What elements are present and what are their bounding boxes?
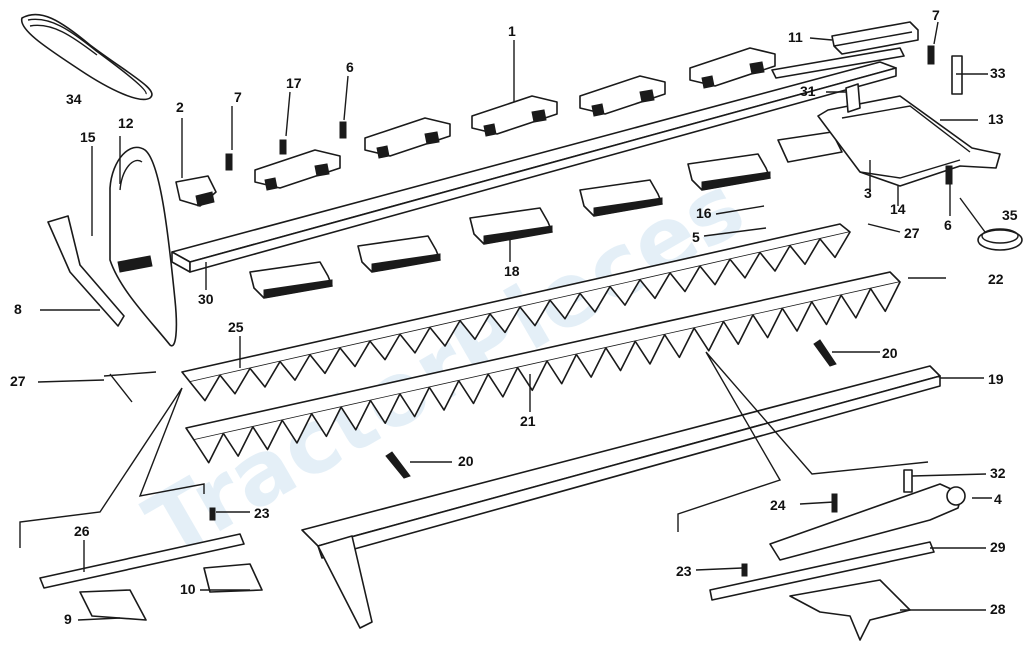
callout-7-right: 7 [932,7,940,23]
part-27-hook-rod [103,371,157,403]
part-35-spring [959,197,1023,251]
callout-32: 32 [990,465,1006,481]
part-2-small-clip [175,175,217,207]
callout-31: 31 [800,83,816,99]
part-26-knife-back [39,533,245,589]
callout-3: 3 [864,185,872,201]
callout-1: 1 [508,23,516,39]
callout-34: 34 [66,91,82,107]
callout-11: 11 [788,29,803,45]
callout-27-right: 27 [904,225,920,241]
callout-25: 25 [228,319,244,335]
part-9-knife-section [79,589,147,621]
callout-10: 10 [180,581,196,597]
callout-2: 2 [176,99,184,115]
callout-22: 22 [988,271,1004,287]
part-31-bracket [845,83,861,113]
knife-clips-upper-row [254,47,776,191]
callout-6-right: 6 [944,217,952,233]
part-10-knife-section [203,563,263,593]
callout-19: 19 [988,371,1004,387]
callout-33: 33 [990,65,1006,81]
callout-29: 29 [990,539,1006,555]
callout-6-upper: 6 [346,59,354,75]
part-19-support-bar [301,365,941,629]
callout-17: 17 [286,75,302,91]
part-30-knife-back-bar [171,61,897,273]
part-21-guard-row [185,271,901,464]
callout-5: 5 [692,229,700,245]
callout-20-left: 20 [458,453,474,469]
part-29-knife-back-plate [709,541,935,601]
callout-4: 4 [994,491,1002,507]
callout-23-left: 23 [254,505,270,521]
callout-21: 21 [520,413,536,429]
part-8-divider-arm [47,215,125,327]
part-12-inner-shoe [109,146,178,347]
part-4-pitman-arm [769,483,966,561]
callout-12: 12 [118,115,134,131]
callout-35: 35 [1002,207,1018,223]
part-20-spring-upper [813,339,837,367]
callout-18: 18 [504,263,520,279]
part-20-spring-lower [385,451,411,479]
callout-28: 28 [990,601,1006,617]
part-25-knife-sections [181,223,851,402]
callout-7-left: 7 [234,89,242,105]
callout-20-right: 20 [882,345,898,361]
part-13-14-outer-shoe [817,95,1001,187]
part-34-drive-belt [21,13,153,101]
callout-9: 9 [64,611,72,627]
part-28-guard [789,579,911,641]
callout-8: 8 [14,301,22,317]
bolts [209,45,963,577]
callout-27-left: 27 [10,373,26,389]
callout-24: 24 [770,497,786,513]
callout-15: 15 [80,129,96,145]
leader-lines [19,21,992,621]
part-11-top-plate [771,21,919,79]
callout-labels: 1 2 3 4 5 6 6 7 7 8 9 10 11 12 13 14 15 … [10,7,1018,627]
callout-30: 30 [198,291,214,307]
callout-26: 26 [74,523,90,539]
callout-16: 16 [696,205,712,221]
callout-13: 13 [988,111,1004,127]
wear-plates-lower-row [249,131,843,299]
callout-14: 14 [890,201,906,217]
callout-23-right: 23 [676,563,692,579]
